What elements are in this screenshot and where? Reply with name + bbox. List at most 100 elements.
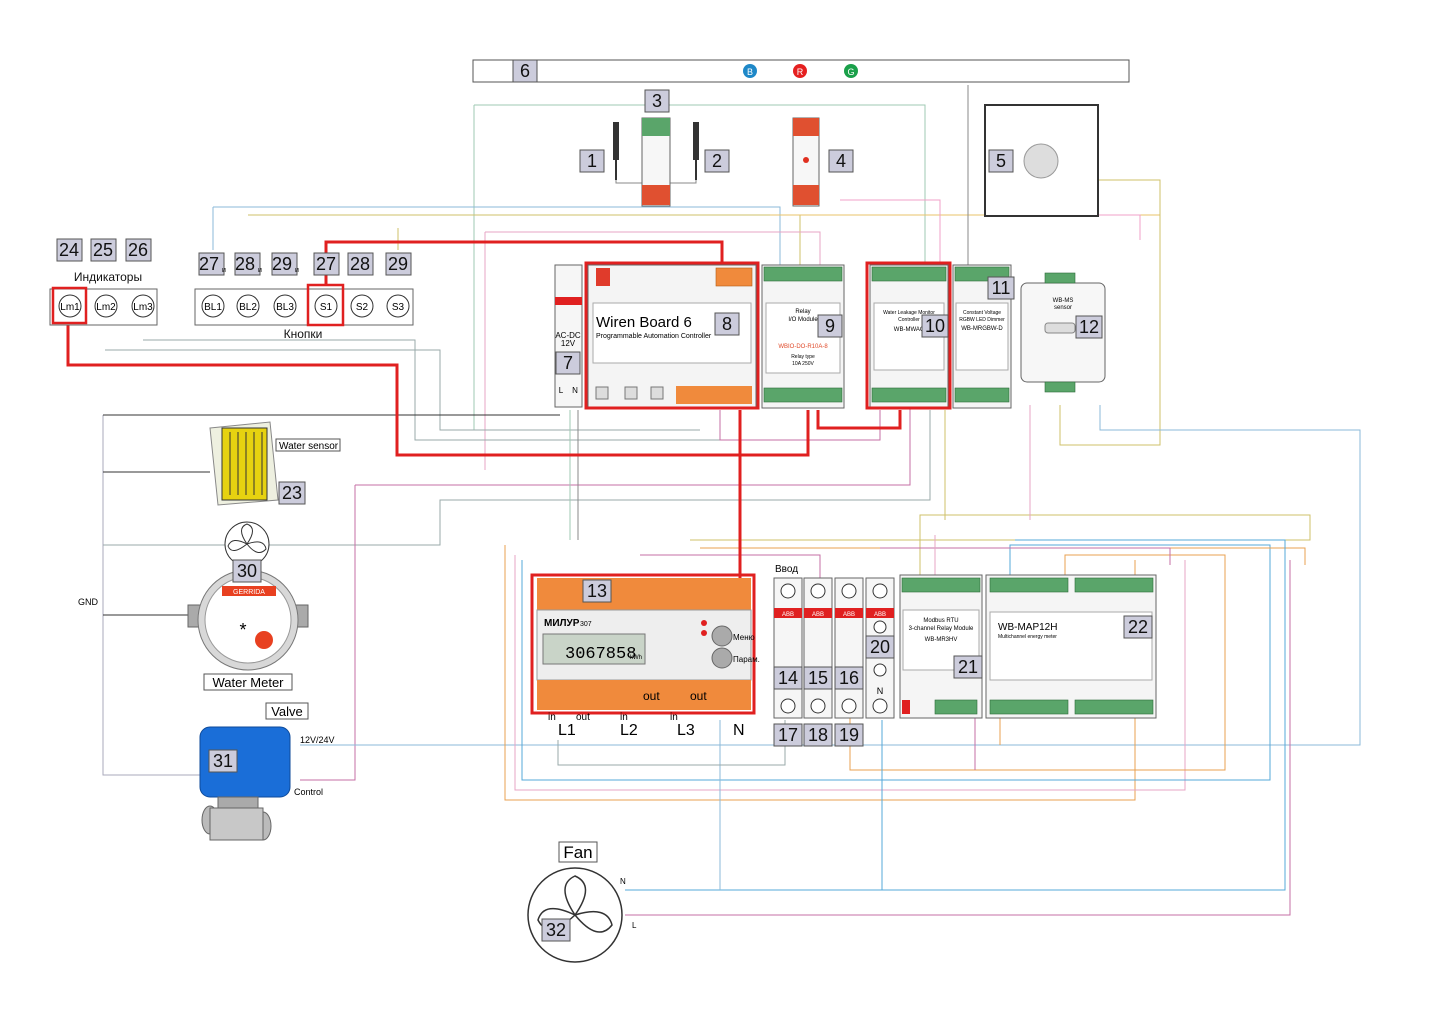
temp-sensor-2 xyxy=(693,122,699,180)
svg-text:S1: S1 xyxy=(320,302,333,313)
svg-text:17: 17 xyxy=(778,725,798,745)
line-n-label: N xyxy=(733,722,745,739)
svg-text:27: 27 xyxy=(199,254,219,274)
svg-text:in: in xyxy=(620,712,628,723)
svg-text:WB-MS: WB-MS xyxy=(1053,298,1074,304)
svg-text:27: 27 xyxy=(316,254,336,274)
water-sensor-label: Water sensor xyxy=(279,441,339,452)
svg-text:3-channel Relay Module: 3-channel Relay Module xyxy=(909,626,974,632)
svg-text:Modbus RTU: Modbus RTU xyxy=(923,618,958,624)
svg-text:kWh: kWh xyxy=(630,655,642,661)
button-bl2: BL2 xyxy=(236,294,260,318)
fan-label: Fan xyxy=(563,843,592,862)
breakers: ABB ABB ABB ABB N xyxy=(773,577,895,719)
svg-text:10: 10 xyxy=(925,316,945,336)
svg-text:3: 3 xyxy=(652,91,662,111)
line-l3-label: L3 xyxy=(677,722,695,739)
temp-module xyxy=(641,117,671,207)
svg-text:*: * xyxy=(239,620,246,640)
svg-text:Меню: Меню xyxy=(733,633,755,642)
svg-text:WB-MWAC: WB-MWAC xyxy=(894,327,925,333)
red-led-terminal xyxy=(793,64,807,78)
svg-text:L: L xyxy=(559,386,564,395)
badge-13: 13 xyxy=(582,579,612,603)
svg-text:20: 20 xyxy=(870,637,890,657)
svg-text:18: 18 xyxy=(808,725,828,745)
svg-text:16: 16 xyxy=(839,668,859,688)
gnd-label: GND xyxy=(78,597,99,607)
badge-18: 18 xyxy=(803,723,833,747)
badge-5: 5 xyxy=(988,149,1014,173)
fan-icon xyxy=(527,867,623,963)
svg-text:7: 7 xyxy=(563,353,573,373)
relay-module-4 xyxy=(792,117,820,207)
svg-text:Парам.: Парам. xyxy=(733,655,760,664)
svg-text:AC-DC: AC-DC xyxy=(555,331,581,340)
button-s1: S1 xyxy=(314,294,338,318)
svg-text:RGBW LED Dimmer: RGBW LED Dimmer xyxy=(959,317,1005,323)
button-bl3: BL3 xyxy=(273,294,297,318)
valve-label-box xyxy=(265,702,309,720)
svg-text:10A 250V: 10A 250V xyxy=(792,361,814,367)
badge-23: 23 xyxy=(278,481,306,505)
svg-text:Relay type: Relay type xyxy=(791,354,815,360)
green-led-terminal xyxy=(844,64,858,78)
fan-n-label: N xyxy=(620,877,626,886)
svg-text:28: 28 xyxy=(235,254,255,274)
green-label: G xyxy=(847,67,854,77)
badge-30: 30 xyxy=(232,559,262,583)
svg-text:4: 4 xyxy=(836,151,846,171)
svg-text:13: 13 xyxy=(587,581,607,601)
wires xyxy=(102,85,1361,916)
svg-text:Wiren Board 6: Wiren Board 6 xyxy=(596,314,692,331)
line-l1-label: L1 xyxy=(558,722,576,739)
svg-text:S2: S2 xyxy=(356,302,369,313)
svg-text:in: in xyxy=(670,712,678,723)
svg-text:out: out xyxy=(576,712,590,723)
badge-12: 12 xyxy=(1075,315,1103,339)
svg-text:19: 19 xyxy=(839,725,859,745)
badge-20: 20 xyxy=(865,635,895,659)
badge-2: 2 xyxy=(704,149,730,173)
svg-text:32: 32 xyxy=(546,920,566,940)
svg-text:11: 11 xyxy=(992,278,1011,298)
badge-1: 1 xyxy=(579,149,605,173)
badge-4: 4 xyxy=(828,149,854,173)
svg-text:ABB: ABB xyxy=(782,612,794,618)
svg-text:25: 25 xyxy=(93,240,113,260)
badge-16: 16 xyxy=(834,666,864,690)
line-l2-label: L2 xyxy=(620,722,638,739)
input-label: Ввод xyxy=(775,564,798,575)
svg-text:Lm1: Lm1 xyxy=(60,302,80,313)
svg-text:3067858: 3067858 xyxy=(565,645,636,664)
badge-29: 29 xyxy=(385,252,412,276)
badge-9: 9 xyxy=(817,314,843,338)
red-label: R xyxy=(797,67,804,77)
svg-text:out: out xyxy=(643,689,660,703)
water-meter-label: Water Meter xyxy=(212,675,284,690)
wiren-board-controller: Wiren Board 6 Programmable Automation Co… xyxy=(584,261,760,410)
relay-module-mr3: Modbus RTU 3-channel Relay Module WB-MR3… xyxy=(899,574,983,719)
svg-text:1: 1 xyxy=(587,151,597,171)
water-sensor-label-box xyxy=(275,438,341,452)
svg-text:WBIO-DO-R10A-8: WBIO-DO-R10A-8 xyxy=(778,344,828,350)
sub-i-27: и xyxy=(222,267,226,274)
svg-text:26: 26 xyxy=(128,240,148,260)
svg-text:Multichannel energy meter: Multichannel energy meter xyxy=(998,634,1057,640)
water-meter-label-box xyxy=(203,673,293,691)
svg-text:BL3: BL3 xyxy=(276,302,294,313)
blue-label: B xyxy=(747,67,753,77)
svg-text:307: 307 xyxy=(580,621,592,628)
fan-label-box xyxy=(558,841,598,863)
fan-small-icon xyxy=(224,521,270,567)
badge-26: 26 xyxy=(125,238,152,262)
badge-31: 31 xyxy=(208,749,238,773)
lm1-highlight xyxy=(51,286,88,325)
fan-l-label: L xyxy=(632,921,637,930)
s1-highlight xyxy=(306,283,345,327)
svg-text:ABB: ABB xyxy=(843,612,855,618)
badge-32: 32 xyxy=(541,918,571,942)
svg-text:2: 2 xyxy=(712,151,722,171)
valve xyxy=(199,726,291,841)
